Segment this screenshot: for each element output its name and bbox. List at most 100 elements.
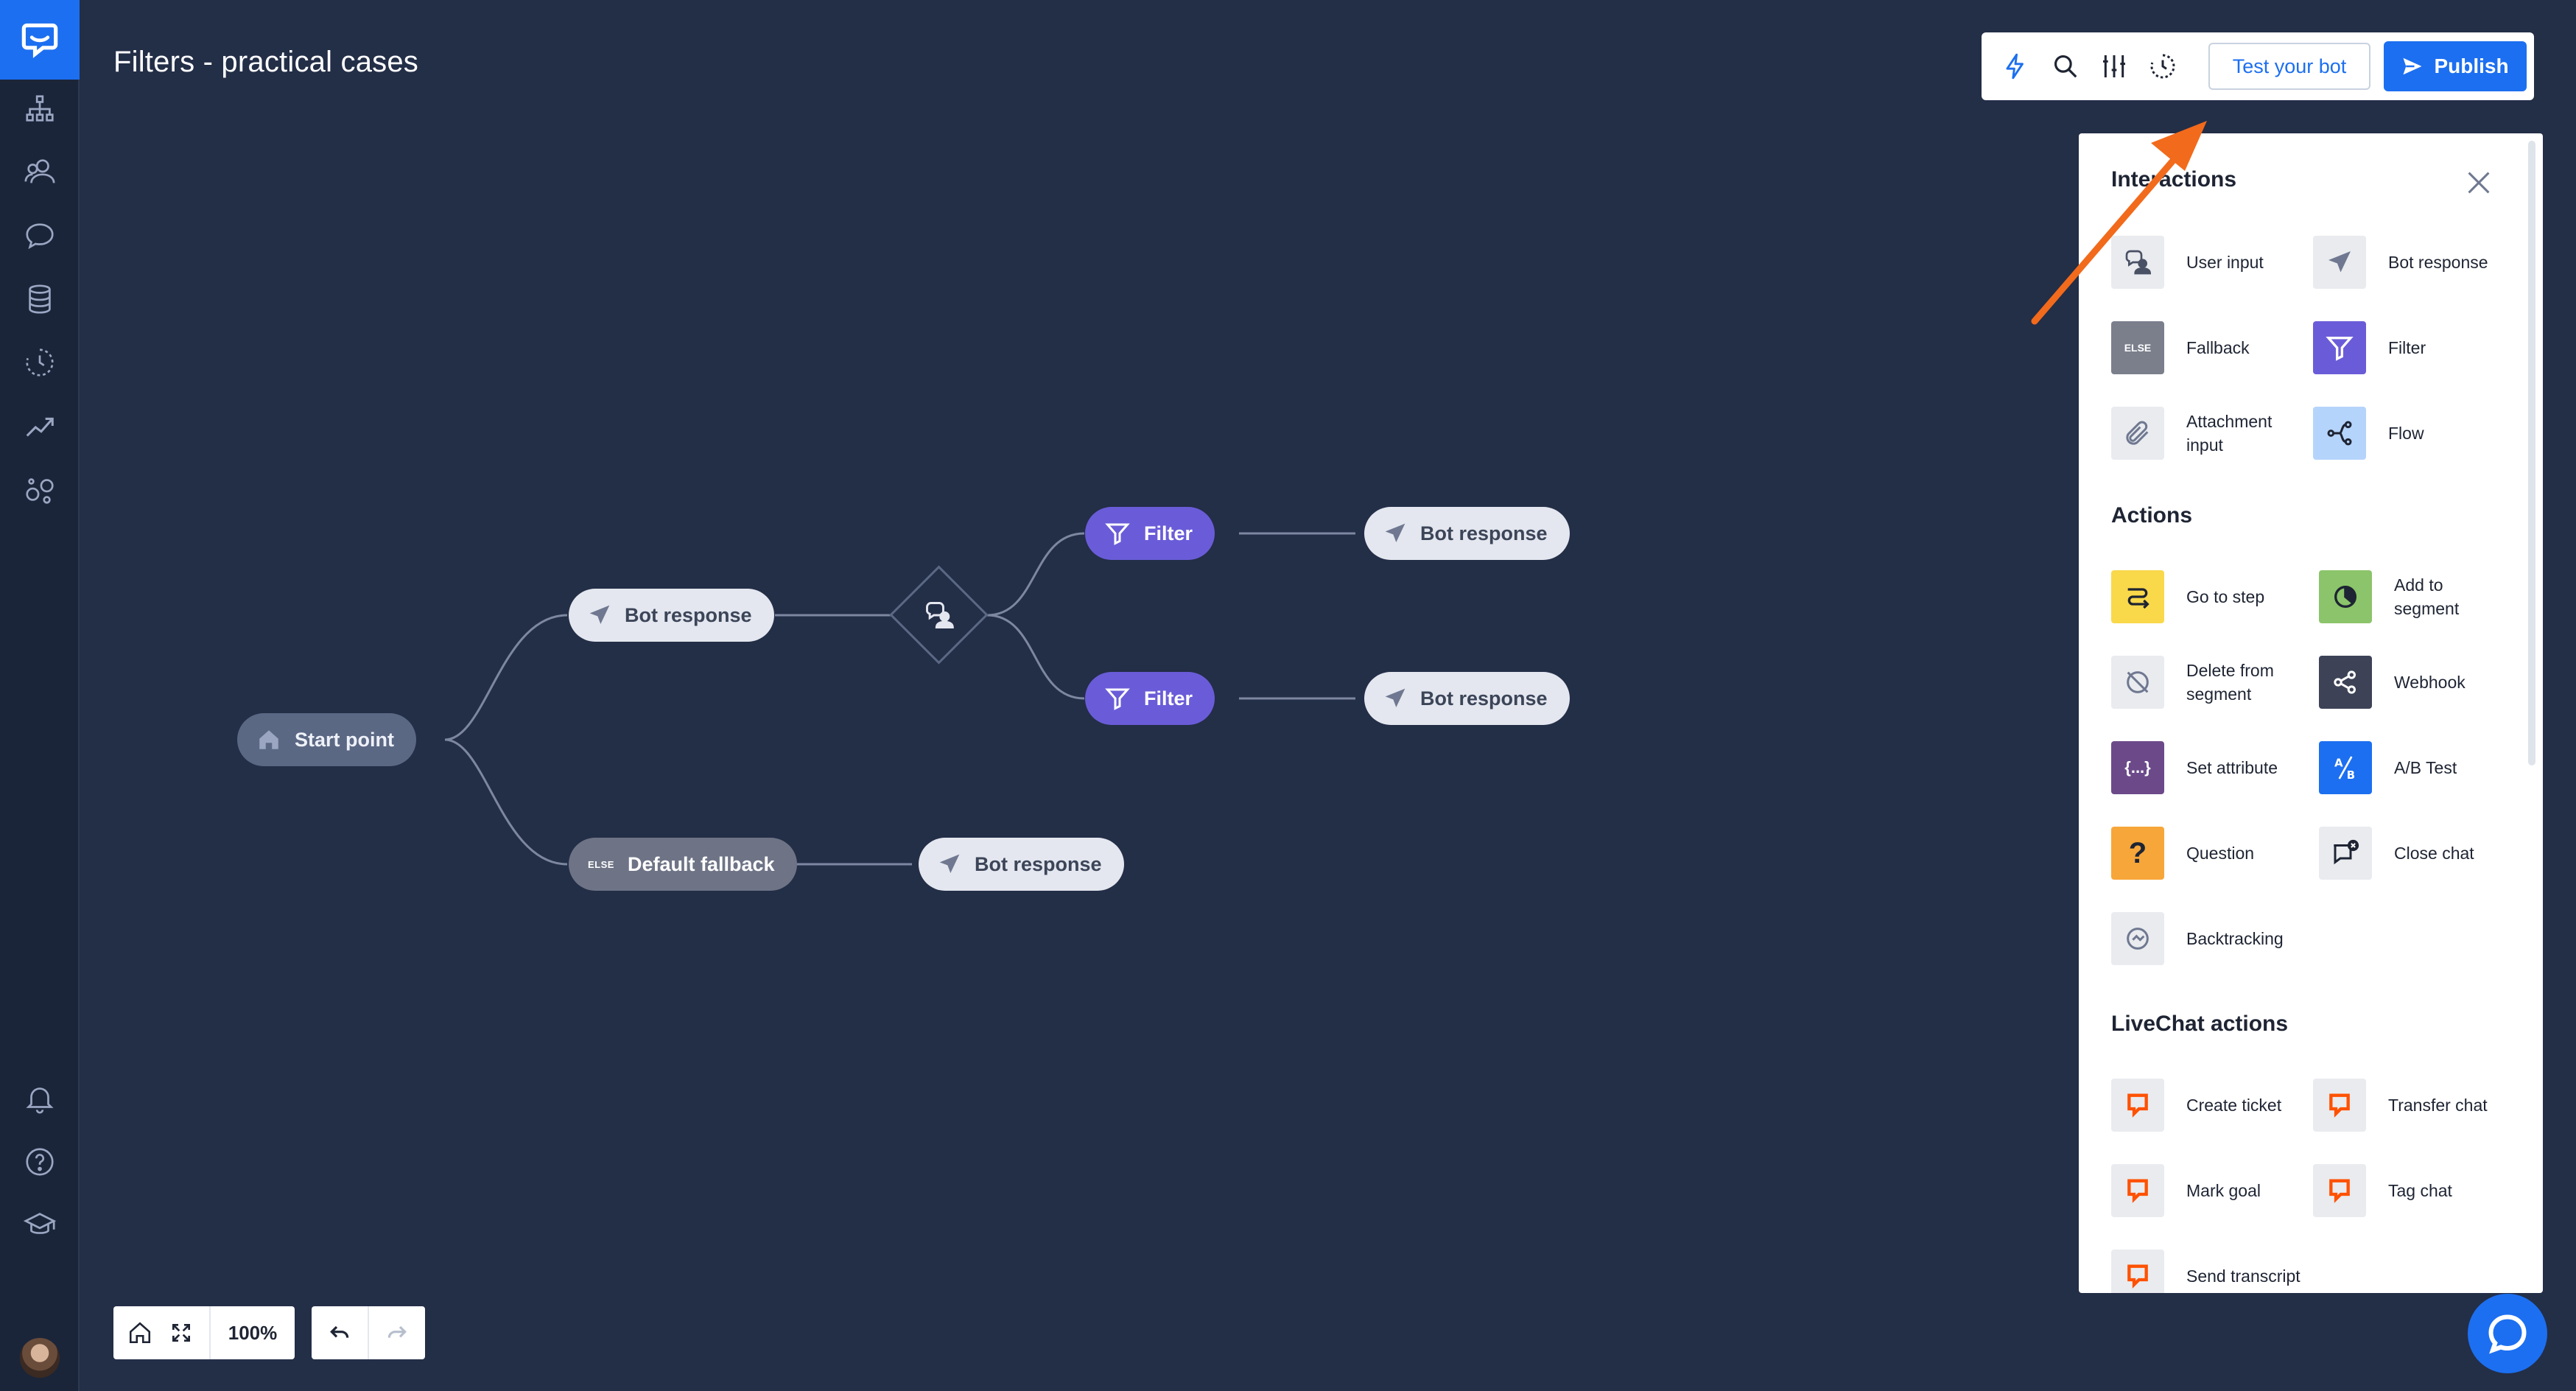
pie-icon: [2319, 570, 2372, 623]
audience-icon[interactable]: [0, 146, 80, 197]
bot-response-node[interactable]: Bot response: [919, 838, 1124, 891]
action-add-to-segment[interactable]: Add to segment: [2319, 570, 2518, 624]
item-label: Backtracking: [2186, 929, 2284, 948]
interaction-attachment-input[interactable]: Attachment input: [2111, 406, 2310, 460]
item-label: Create ticket: [2186, 1096, 2282, 1115]
item-label: Filter: [2388, 338, 2426, 357]
publish-button[interactable]: Publish: [2384, 41, 2527, 91]
chat-widget-button[interactable]: [2468, 1294, 2547, 1373]
chats-icon[interactable]: [0, 210, 80, 262]
notifications-bell-icon[interactable]: [0, 1073, 80, 1124]
search-icon[interactable]: [2049, 50, 2082, 83]
action-webhook[interactable]: Webhook: [2319, 655, 2518, 709]
help-icon[interactable]: [0, 1136, 80, 1188]
question-icon: ?: [2111, 827, 2164, 880]
interaction-fallback[interactable]: ELSE Fallback: [2111, 320, 2310, 375]
item-label: Set attribute: [2186, 758, 2278, 777]
item-label: User input: [2186, 253, 2264, 272]
node-label: Filter: [1144, 522, 1193, 544]
action-go-to-step[interactable]: Go to step: [2111, 570, 2310, 624]
interaction-bot-response[interactable]: Bot response: [2313, 235, 2512, 290]
item-label: Add to segment: [2394, 575, 2460, 618]
item-label: Fallback: [2186, 338, 2250, 357]
livechat-icon: [2313, 1164, 2366, 1217]
action-backtracking[interactable]: Backtracking: [2111, 911, 2310, 966]
pie-off-icon: [2111, 656, 2164, 709]
livechat-create-ticket[interactable]: Create ticket: [2111, 1078, 2310, 1132]
redo-icon[interactable]: [373, 1306, 421, 1359]
funnel-icon: [1105, 523, 1130, 545]
interaction-user-input[interactable]: User input: [2111, 235, 2310, 290]
action-close-chat[interactable]: Close chat: [2319, 826, 2518, 880]
undo-icon[interactable]: [316, 1306, 363, 1359]
chatbot-logo-icon[interactable]: [0, 0, 80, 80]
academy-cap-icon[interactable]: [0, 1199, 80, 1251]
bot-response-node[interactable]: Bot response: [1364, 672, 1570, 725]
page-title: Filters - practical cases: [113, 46, 418, 78]
stories-icon[interactable]: [0, 83, 80, 135]
livechat-tag-chat[interactable]: Tag chat: [2313, 1163, 2512, 1218]
item-label: Go to step: [2186, 587, 2265, 606]
livechat-mark-goal[interactable]: Mark goal: [2111, 1163, 2310, 1218]
divider: [209, 1306, 211, 1359]
action-question[interactable]: ? Question: [2111, 826, 2310, 880]
livechat-send-transcript[interactable]: Send transcript: [2111, 1249, 2310, 1293]
undo-redo-controls: [312, 1306, 425, 1359]
item-label: Flow: [2388, 424, 2424, 443]
item-label: Attachment input: [2186, 412, 2273, 455]
paper-plane-icon: [589, 605, 610, 624]
user-input-icon: [2111, 236, 2164, 289]
zoom-level[interactable]: 100%: [228, 1321, 278, 1344]
paper-plane-icon: [1385, 688, 1405, 707]
item-label: Tag chat: [2388, 1181, 2452, 1200]
fit-screen-icon[interactable]: [158, 1306, 205, 1359]
funnel-icon: [1105, 688, 1130, 710]
integrations-icon[interactable]: [0, 464, 80, 516]
action-delete-from-segment[interactable]: Delete from segment: [2111, 655, 2310, 709]
home-icon: [259, 730, 278, 749]
interactions-panel: Interactions User input Bot response ELS…: [2079, 133, 2543, 1293]
divider: [368, 1306, 369, 1359]
reports-icon[interactable]: [0, 400, 80, 452]
paper-plane-icon: [2403, 57, 2422, 75]
go-to-step-icon: [2111, 570, 2164, 623]
history-icon[interactable]: [0, 337, 80, 388]
livechat-transfer-chat[interactable]: Transfer chat: [2313, 1078, 2512, 1132]
livechat-actions-title: LiveChat actions: [2111, 1012, 2289, 1036]
funnel-icon: [2313, 321, 2366, 374]
livechat-icon: [2313, 1079, 2366, 1132]
panel-scrollbar[interactable]: [2528, 141, 2535, 765]
else-icon: ELSE: [588, 858, 614, 870]
test-your-bot-button[interactable]: Test your bot: [2208, 43, 2370, 90]
top-toolbar: Test your bot Publish: [1982, 32, 2534, 100]
livechat-icon: [2111, 1250, 2164, 1293]
backtrack-icon: [2111, 912, 2164, 965]
filter-node[interactable]: Filter: [1085, 672, 1215, 725]
bot-response-node[interactable]: Bot response: [569, 589, 774, 642]
item-label: Mark goal: [2186, 1181, 2261, 1200]
lightning-icon[interactable]: [1999, 50, 2032, 83]
filter-node[interactable]: Filter: [1085, 507, 1215, 560]
item-label: Delete from segment: [2186, 661, 2274, 704]
interaction-flow[interactable]: Flow: [2313, 406, 2512, 460]
home-icon[interactable]: [116, 1306, 164, 1359]
user-input-icon: [921, 597, 958, 634]
left-sidebar: [0, 0, 80, 1391]
user-avatar[interactable]: [20, 1338, 60, 1378]
start-point-node[interactable]: Start point: [237, 713, 416, 766]
sliders-icon[interactable]: [2098, 50, 2130, 83]
paper-plane-icon: [939, 854, 960, 873]
else-icon: ELSE: [2111, 321, 2164, 374]
default-fallback-node[interactable]: ELSE Default fallback: [569, 838, 797, 891]
bot-response-node[interactable]: Bot response: [1364, 507, 1570, 560]
data-icon[interactable]: [0, 273, 80, 325]
start-point-label: Start point: [295, 728, 394, 751]
interaction-filter[interactable]: Filter: [2313, 320, 2512, 375]
item-label: Bot response: [2388, 253, 2488, 272]
close-icon[interactable]: [2462, 166, 2496, 200]
history-icon[interactable]: [2147, 50, 2179, 83]
item-label: Send transcript: [2186, 1266, 2300, 1286]
action-set-attribute[interactable]: {...} Set attribute: [2111, 740, 2310, 795]
